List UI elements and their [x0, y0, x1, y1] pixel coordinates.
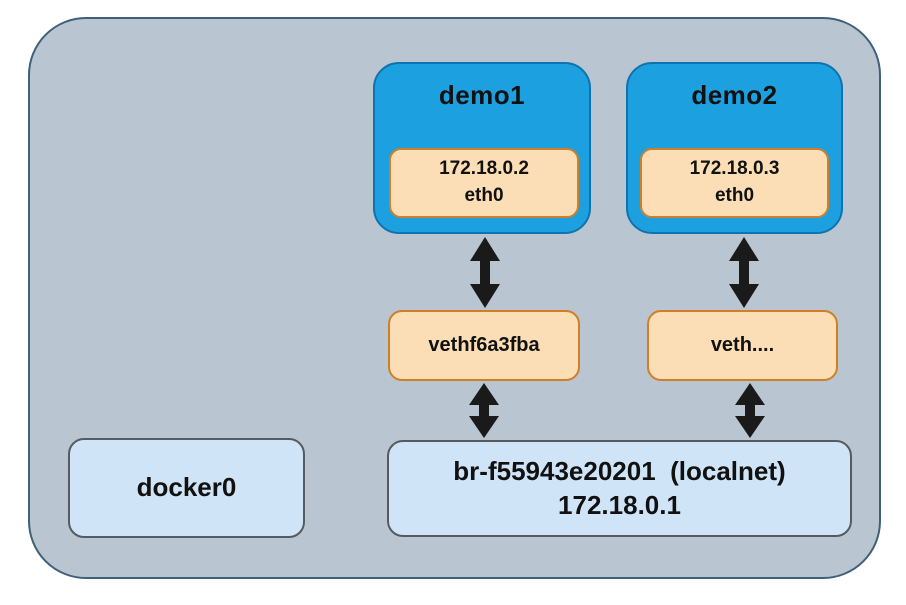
- bridge-ip: 172.18.0.1: [558, 489, 681, 520]
- veth-label-1: vethf6a3fba: [428, 334, 540, 356]
- ip-address-demo2: 172.18.0.3: [689, 158, 780, 180]
- double-arrow-icon-demo2-veth2: [729, 237, 759, 308]
- veth-label-2: veth....: [710, 334, 775, 356]
- veth-node-2: veth....: [647, 310, 838, 381]
- double-arrow-icon-veth1-bridge: [469, 383, 499, 438]
- iface-name-demo1: eth0: [464, 185, 504, 206]
- container-title-demo1: demo1: [438, 80, 526, 110]
- double-arrow-icon-demo1-veth1: [470, 237, 500, 308]
- veth-node-1: vethf6a3fba: [388, 310, 580, 381]
- bridge-name: br-f55943e20201 (localnet): [453, 455, 786, 486]
- iface-name-demo2: eth0: [714, 185, 755, 206]
- double-arrow-icon-veth2-bridge: [735, 383, 765, 438]
- bridge-node-localnet: br-f55943e20201 (localnet) 172.18.0.1: [387, 440, 852, 537]
- docker0-label: docker0: [136, 472, 237, 503]
- ip-address-demo1: 172.18.0.2: [439, 158, 529, 180]
- bridge-node-docker0: docker0: [68, 438, 305, 538]
- eth0-interface-demo1: 172.18.0.2 eth0: [389, 148, 579, 218]
- eth0-interface-demo2: 172.18.0.3 eth0: [640, 148, 829, 218]
- container-title-demo2: demo2: [691, 80, 778, 110]
